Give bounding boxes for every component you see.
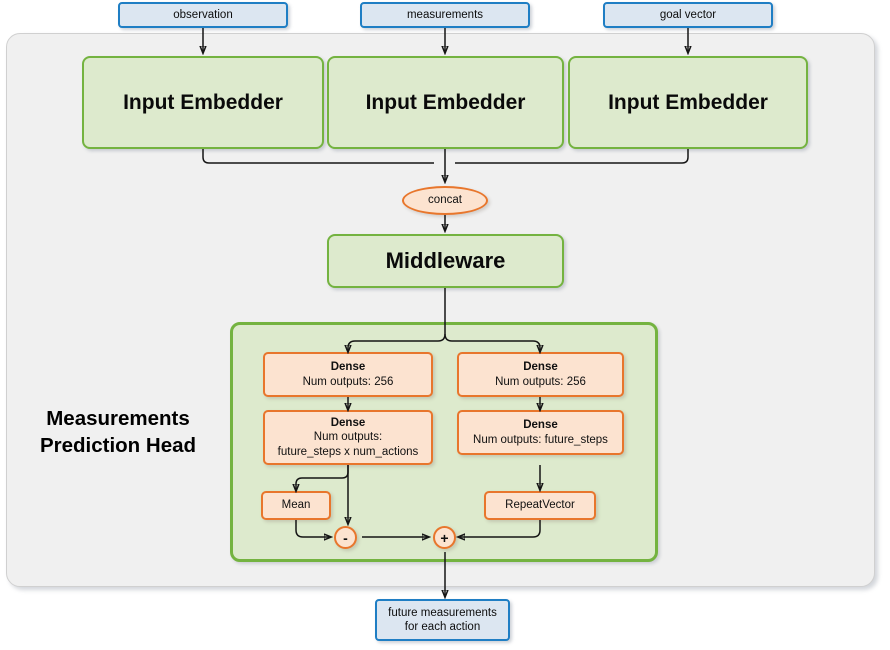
concat-label: concat xyxy=(428,194,462,207)
right-dense-1[interactable]: Dense Num outputs: 256 xyxy=(457,352,624,397)
subtract-operator[interactable]: - xyxy=(334,526,357,549)
right-dense-2[interactable]: Dense Num outputs: future_steps xyxy=(457,410,624,455)
repeat-vector-label: RepeatVector xyxy=(505,499,575,512)
input-embedder-measurements[interactable]: Input Embedder xyxy=(327,56,564,149)
input-observation-label: observation xyxy=(173,8,233,21)
input-embedder-goal-vector-label: Input Embedder xyxy=(608,90,768,114)
left-dense-2-title: Dense xyxy=(330,417,366,430)
input-embedder-observation-label: Input Embedder xyxy=(123,90,283,114)
mean-label: Mean xyxy=(281,499,311,512)
add-operator-label: + xyxy=(440,529,449,546)
left-dense-2[interactable]: Dense Num outputs: future_steps x num_ac… xyxy=(263,410,433,465)
left-dense-2-detail-1: Num outputs: xyxy=(313,431,383,444)
output-future-measurements[interactable]: future measurements for each action xyxy=(375,599,510,641)
middleware-node[interactable]: Middleware xyxy=(327,234,564,288)
right-dense-2-detail: Num outputs: future_steps xyxy=(473,433,608,446)
input-embedder-measurements-label: Input Embedder xyxy=(365,90,526,114)
subtract-operator-label: - xyxy=(343,529,348,546)
add-operator[interactable]: + xyxy=(433,526,456,549)
repeat-vector-node[interactable]: RepeatVector xyxy=(484,491,596,520)
input-goal-vector[interactable]: goal vector xyxy=(603,2,773,28)
output-label-line-2: for each action xyxy=(404,621,481,633)
measurements-prediction-head-caption: Measurements Prediction Head xyxy=(18,406,218,459)
input-measurements-label: measurements xyxy=(406,8,484,21)
right-dense-1-title: Dense xyxy=(523,361,558,374)
right-dense-2-title: Dense xyxy=(523,419,558,432)
input-measurements[interactable]: measurements xyxy=(360,2,530,28)
input-goal-vector-label: goal vector xyxy=(659,8,717,21)
caption-line-2: Prediction Head xyxy=(39,433,197,457)
input-embedder-goal-vector[interactable]: Input Embedder xyxy=(568,56,808,149)
left-dense-2-detail-2: future_steps x num_actions xyxy=(277,445,419,458)
left-dense-1-title: Dense xyxy=(330,361,366,374)
concat-node[interactable]: concat xyxy=(402,186,488,215)
output-label-line-1: future measurements xyxy=(388,606,497,619)
middleware-label: Middleware xyxy=(385,247,506,273)
mean-node[interactable]: Mean xyxy=(261,491,331,520)
input-observation[interactable]: observation xyxy=(118,2,288,28)
caption-line-1: Measurements xyxy=(46,407,190,430)
left-dense-1[interactable]: Dense Num outputs: 256 xyxy=(263,352,433,397)
right-dense-1-detail: Num outputs: 256 xyxy=(495,375,586,388)
input-embedder-observation[interactable]: Input Embedder xyxy=(82,56,324,149)
left-dense-1-detail: Num outputs: 256 xyxy=(302,375,394,388)
